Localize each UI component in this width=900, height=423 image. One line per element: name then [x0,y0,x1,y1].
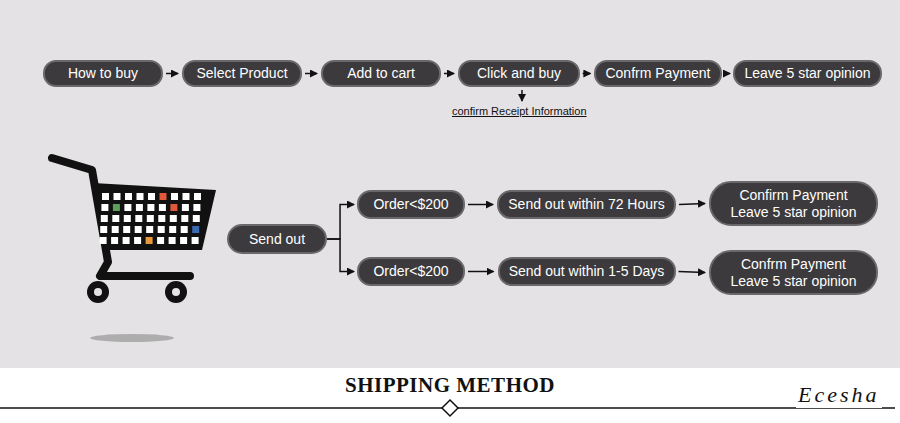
cart-square [137,193,144,200]
cart-square [170,215,177,222]
flow-arrow [166,73,178,75]
flow-arrow [468,204,493,206]
box-label: Leave 5 star opinion [744,65,870,82]
cart-square [192,226,199,233]
flow-arrow [327,239,354,272]
cart-square [148,193,155,200]
shipping-box: Send out within 1-5 Days [498,257,676,286]
flow-arrow [468,271,494,273]
flow-arrow [444,73,454,75]
shipping-box: Send out within 72 Hours [497,190,676,219]
cart-square [112,226,119,233]
cart-square [158,226,165,233]
box-label: Confirm Payment [739,187,847,204]
cart-square [100,237,107,244]
cart-square [123,237,130,244]
send-box: Send out [227,224,327,254]
cart-square [124,204,131,211]
cart-square [147,204,154,211]
cart-square [146,226,153,233]
cart-square [146,237,153,244]
cart-square [111,237,118,244]
cart-square [193,204,200,211]
box-label: Leave 5 star opinion [730,204,856,221]
cart-square [102,193,109,200]
leader-arrow [521,90,523,101]
step-box: Leave 5 star opinion [733,60,882,87]
flow-arrow [327,205,354,240]
cart-square [112,215,119,222]
brand-watermark: Ecesha [796,382,882,408]
divider-diamond [442,400,458,416]
box-label: Order<$200 [373,263,448,280]
cart-square [136,204,143,211]
cart-square [180,237,187,244]
flow-arrow [724,73,730,75]
box-label: Select Product [196,65,287,82]
step-box: Click and buy [458,60,580,87]
cart-square [135,226,142,233]
cart-square [100,226,107,233]
cart-square [192,237,199,244]
cart-square [157,237,164,244]
cart-square [171,193,178,200]
box-label: Order<$200 [373,196,448,213]
flow-arrow [679,272,706,273]
cart-square [101,204,108,211]
step-box: Add to cart [321,60,441,87]
confirm-box: Confirm PaymentLeave 5 star opinion [709,181,878,226]
cart-square [170,204,177,211]
cart-square [160,193,167,200]
cart-square [194,193,201,200]
cart-square [101,215,108,222]
flow-arrow [305,73,317,75]
box-label: Add to cart [347,65,415,82]
box-label: Send out within 1-5 Days [509,263,665,280]
cart-square [183,193,190,200]
box-label: Leave 5 star opinion [730,273,856,290]
cart-square [123,226,130,233]
step-box: Select Product [182,60,302,87]
cart-square [113,204,120,211]
cart-square [135,215,142,222]
cart-square [169,237,176,244]
box-label: How to buy [68,65,138,82]
section-title: SHIPPING METHOD [341,373,559,398]
box-label: Send out within 72 Hours [508,196,664,213]
step-box: Confrm Payment [594,60,722,87]
cart-square [125,193,132,200]
flow-arrow [583,73,591,75]
cart-square [134,237,141,244]
confirm-box: Confrm PaymentLeave 5 star opinion [709,250,878,295]
shopping-cart [52,158,216,342]
box-label: Confrm Payment [741,256,846,273]
box-label: Click and buy [477,65,561,82]
cart-square [147,215,154,222]
cart-square [159,204,166,211]
cart-square [193,215,200,222]
cart-square [169,226,176,233]
flow-arrow [679,204,705,205]
order-box: Order<$200 [357,190,465,219]
order-box: Order<$200 [357,257,465,286]
cart-square [114,193,121,200]
box-label: Confrm Payment [605,65,710,82]
cart-square [182,204,189,211]
step-box: How to buy [43,60,163,87]
note-label: confirm Receipt Information [452,105,587,117]
cart-square [181,226,188,233]
box-label: Send out [249,231,305,248]
cart-square [124,215,131,222]
cart-square [181,215,188,222]
cart-square [158,215,165,222]
